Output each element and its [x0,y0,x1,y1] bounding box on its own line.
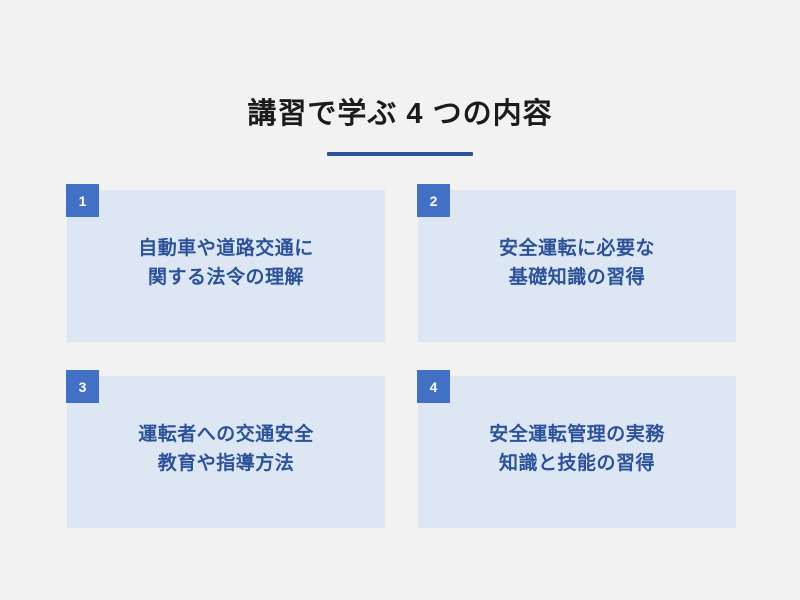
card-number-badge: 1 [66,184,99,217]
card-text-line-1: 運転者への交通安全 [138,424,314,445]
card-number-badge: 4 [417,370,450,403]
card-text: 安全運転管理の実務 知識と技能の習得 [418,420,736,479]
card-text-line-1: 安全運転管理の実務 [489,424,665,445]
card-text-line-2: 教育や指導方法 [157,453,295,475]
card-text: 安全運転に必要な 基礎知識の習得 [418,234,736,293]
card-text-line-1: 自動車や道路交通に [138,238,314,259]
card-number-badge: 3 [66,370,99,403]
title-underline-rule [327,152,473,157]
card-text-line-2: 関する法令の理解 [147,267,304,289]
title-block: 講習で学ぶ 4 つの内容 [0,96,800,157]
card-text-line-2: 基礎知識の習得 [508,267,646,289]
content-card[interactable]: 1 自動車や道路交通に 関する法令の理解 [66,184,385,342]
card-text: 自動車や道路交通に 関する法令の理解 [67,234,385,293]
content-card[interactable]: 3 運転者への交通安全 教育や指導方法 [66,370,385,528]
page-title: 講習で学ぶ 4 つの内容 [247,98,553,130]
card-number-badge: 2 [417,184,450,217]
content-card[interactable]: 2 安全運転に必要な 基礎知識の習得 [417,184,736,342]
card-text-line-2: 知識と技能の習得 [498,453,655,475]
card-text-line-1: 安全運転に必要な [498,238,655,259]
content-card[interactable]: 4 安全運転管理の実務 知識と技能の習得 [417,370,736,528]
content-card-grid: 1 自動車や道路交通に 関する法令の理解 2 安全運転に必要な 基礎知識の習得 … [66,184,736,528]
card-text: 運転者への交通安全 教育や指導方法 [67,420,385,479]
